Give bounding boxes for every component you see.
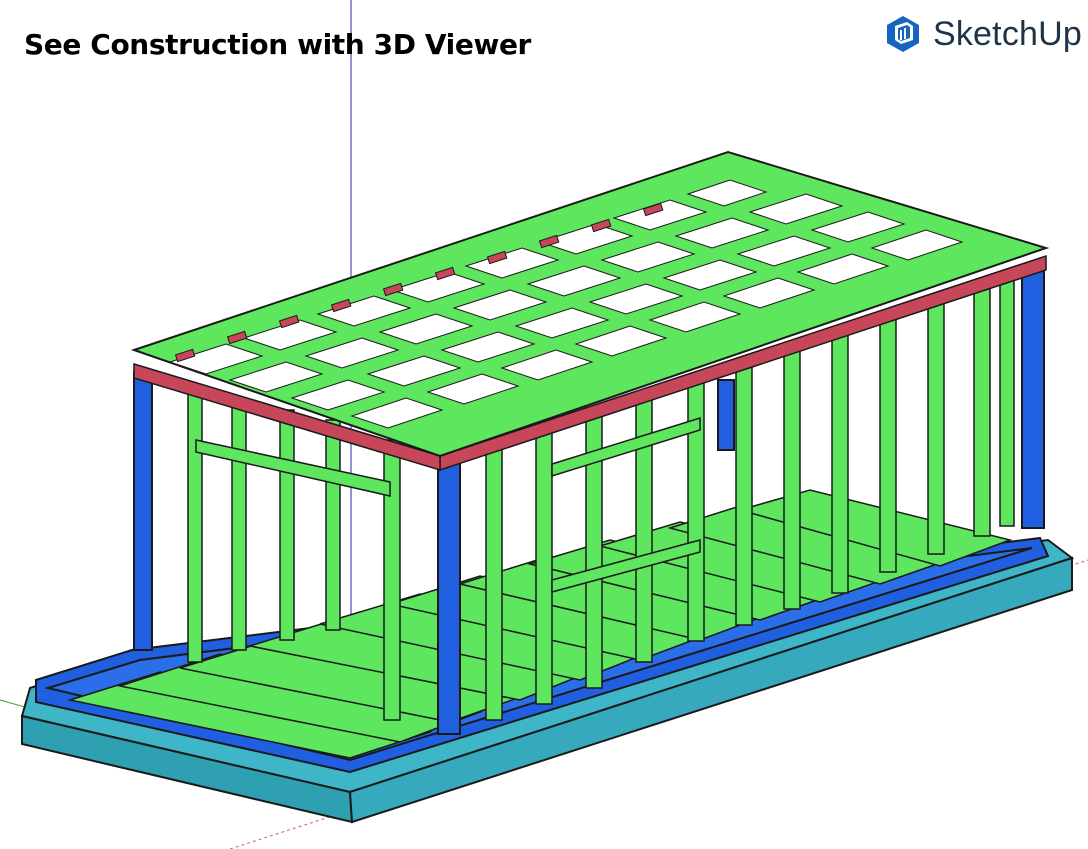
window-headers [195, 416, 701, 593]
brand-logo: SketchUp [883, 14, 1082, 54]
top-plate-accent [133, 254, 1047, 472]
brand-name: SketchUp [932, 14, 1082, 53]
sketchup-logo-icon [886, 16, 919, 52]
ceiling-blocking [174, 202, 664, 363]
ceiling-openings [168, 179, 964, 429]
corner-posts [133, 269, 1045, 735]
page-title: See Construction with 3D Viewer [24, 28, 531, 61]
